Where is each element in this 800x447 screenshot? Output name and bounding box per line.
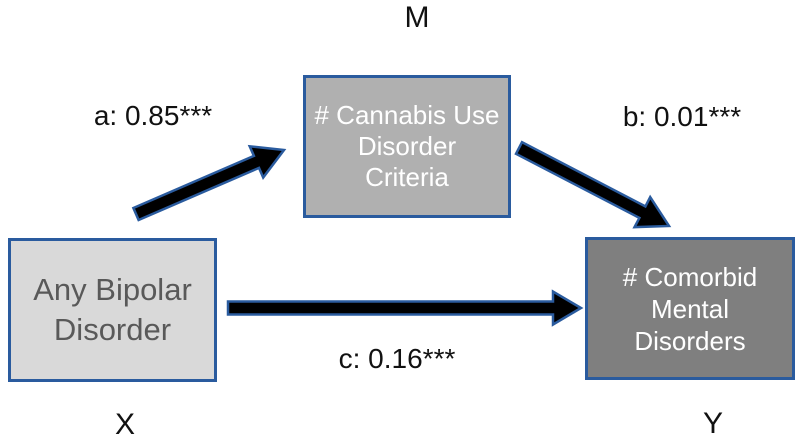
outcome-box: # Comorbid Mental Disorders xyxy=(585,237,795,380)
path-b-coefficient-label: b: 0.01*** xyxy=(622,101,742,132)
path-a-arrow xyxy=(131,144,287,222)
path-c-arrow xyxy=(226,289,584,327)
mediator-box-text-line: # Cannabis Use xyxy=(314,100,500,130)
predictor-box: Any Bipolar Disorder xyxy=(8,238,217,382)
outcome-box-text-line: Disorders xyxy=(634,325,746,356)
path-b-arrow xyxy=(514,140,672,229)
mediator-box: # Cannabis Use Disorder Criteria xyxy=(303,75,511,218)
predictor-box-text-line: Any Bipolar xyxy=(33,272,192,307)
mediator-box-text-line: Criteria xyxy=(365,162,449,192)
outcome-box-text-line: Mental xyxy=(650,293,730,324)
path-c-coefficient-label: c: 0.16*** xyxy=(338,343,456,374)
mediator-var-label: M xyxy=(404,1,430,34)
mediator-box-text-line: Disorder xyxy=(357,131,457,161)
outcome-box-text-line: # Comorbid xyxy=(622,261,758,292)
predictor-var-label: X xyxy=(114,408,135,441)
path-a-coefficient-label: a: 0.85*** xyxy=(93,100,213,131)
outcome-var-label: Y xyxy=(702,407,723,440)
predictor-box-text-line: Disorder xyxy=(53,312,172,347)
